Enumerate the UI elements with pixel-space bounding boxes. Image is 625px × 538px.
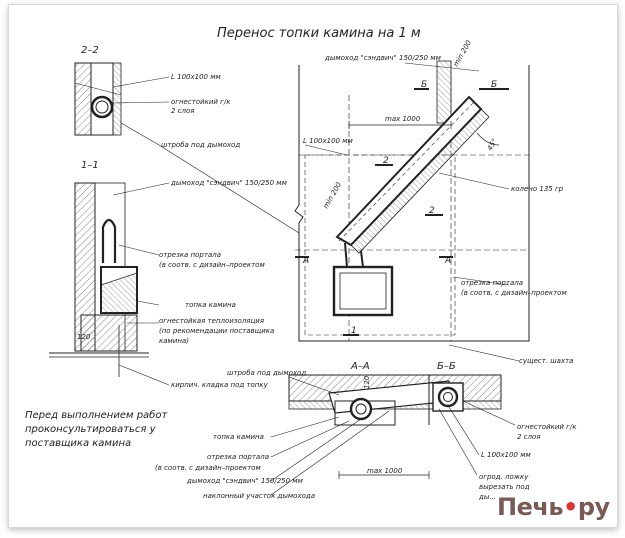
label-chimney-top: дымоход "сэндвич" 150/250 мм — [324, 54, 442, 62]
label-fireproof-b: огнестойкий г/к — [517, 423, 577, 431]
dim-45-deg: 45° — [486, 137, 499, 152]
dim-120-bottom: 120 — [363, 375, 371, 389]
label-l100x100-mid: L 100х100 мм — [303, 137, 353, 145]
cut-b-right: Б — [491, 80, 497, 90]
dim-max-1000-top: max 1000 — [385, 115, 421, 123]
label-fireproof-gk: огнестойкий г/к — [171, 98, 231, 106]
label-insulation: огнестойкая теплоизоляция — [159, 317, 264, 325]
label-inclined: наклонный участок дымохода — [203, 492, 315, 500]
label-shtroba: штроба под дымоход — [161, 141, 240, 149]
label-portal-trim-2: (в соотв. с дизайн–проектом — [159, 261, 265, 269]
label-portal-trim: отрезка портала — [159, 251, 221, 259]
dim-min-200-top: min 200 — [452, 39, 474, 68]
note-line-3: поставщика камина — [25, 438, 132, 449]
label-portal-trim-right-2: (в соотв. с дизайн–проектом — [461, 289, 567, 297]
section-plan-labels: штроба под дымоход 120 топка камина отре… — [155, 369, 577, 501]
label-portal-trim-right: отрезка портала — [461, 279, 523, 287]
note-line-2: проконсультироваться у — [25, 424, 156, 435]
label-insulation-3: камина) — [159, 337, 189, 345]
section-1-1-view — [49, 182, 149, 377]
left-labels: L 100х100 мм огнестойкий г/к 2 слоя штро… — [159, 73, 288, 389]
label-layers-2: 2 слоя — [171, 107, 195, 115]
label-portal-trim-b: отрезка портала — [207, 453, 269, 461]
cut-b-left: Б — [421, 80, 427, 90]
dim-min-200-mid: min 200 — [322, 181, 344, 210]
section-2-2-view — [74, 62, 122, 136]
section-b-b-label: Б–Б — [437, 361, 456, 372]
section-1-1-label: 1–1 — [81, 160, 99, 171]
label-layers-2-b: 2 слоя — [517, 433, 541, 441]
section-plan-view — [270, 374, 516, 496]
drawing-title: Перенос топки камина на 1 м — [217, 26, 421, 41]
cut-2-bottom: 2 — [429, 206, 435, 216]
left-leaders — [112, 76, 300, 386]
label-cut-b1: огрод. ложку — [479, 473, 529, 481]
warning-note: Перед выполнением работ проконсультирова… — [25, 409, 175, 451]
label-l100x100-top: L 100х100 мм — [171, 73, 221, 81]
dim-max-1000-bottom: max 1000 — [367, 467, 403, 475]
label-firebox-b: топка камина — [213, 433, 264, 441]
label-shtroba-b: штроба под дымоход — [227, 369, 306, 377]
label-elbow: колено 135 гр — [511, 185, 564, 193]
cut-2-top: 2 — [383, 156, 389, 166]
label-chimney-b: дымоход "сэндвич" 150/250 мм — [186, 477, 304, 485]
label-cut-b3: ды... — [478, 493, 496, 501]
label-chimney-sandwich: дымоход "сэндвич" 150/250 мм — [170, 179, 288, 187]
cut-1-bottom: 1 — [351, 326, 357, 336]
label-l100-b: L 100х100 мм — [481, 451, 531, 459]
technical-drawing: Перенос топки камина на 1 м 2–2 1–1 120 — [49, 26, 577, 501]
section-2-2-label: 2–2 — [81, 45, 99, 56]
cut-a-right: А — [444, 256, 451, 266]
label-insulation-2: (по рекомендации поставщика — [159, 327, 274, 335]
flame-icon: • — [563, 493, 578, 521]
main-elevation — [294, 60, 530, 362]
site-logo: Печь•ру — [497, 493, 610, 521]
label-cut-b2: вырезать под — [479, 483, 530, 491]
label-shaft: сущест. шахта — [519, 357, 573, 365]
section-a-a-label: А–А — [350, 361, 370, 372]
drawing-sheet: Перенос топки камина на 1 м 2–2 1–1 120 — [8, 4, 618, 528]
cut-a-left: А — [302, 256, 309, 266]
logo-suffix: ру — [577, 493, 610, 521]
label-brick: кирпич. кладка под топку — [171, 381, 269, 389]
label-portal-trim-b-2: (в соотв. с дизайн–проектом — [155, 464, 261, 472]
note-line-1: Перед выполнением работ — [25, 410, 168, 421]
dim-120-left: 120 — [77, 333, 91, 341]
logo-text: Печь — [497, 493, 564, 521]
label-firebox: топка камина — [185, 301, 236, 309]
